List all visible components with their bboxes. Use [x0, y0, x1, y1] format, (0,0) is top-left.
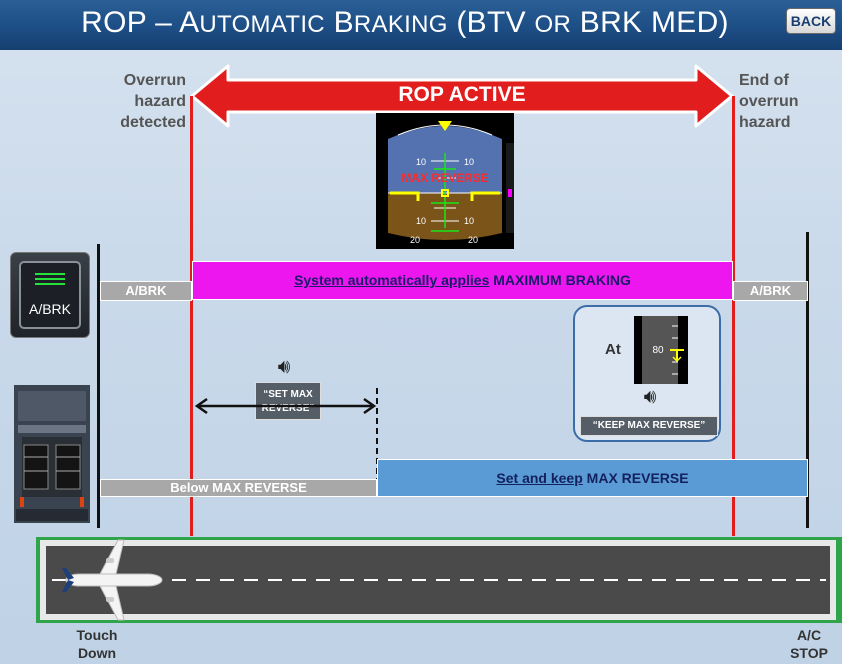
keep-max-reverse-callout: “KEEP MAX REVERSE” [580, 416, 718, 436]
abrk-bar-right: A/BRK [733, 281, 808, 301]
page-title: ROP – AUTOMATIC BRAKING (BTV OR BRK MED) [81, 6, 729, 39]
pfd-pitch-mark: 20 [468, 235, 478, 245]
end-of-hazard-line [732, 96, 735, 536]
airplane-icon [62, 539, 163, 621]
speed-tape: 80 [634, 316, 688, 384]
rop-active-label: ROP ACTIVE [398, 83, 526, 106]
touch-down-label: Touch Down [76, 627, 118, 661]
pfd-pitch-mark: 10 [416, 157, 426, 167]
abrk-panel-label: A/BRK [28, 301, 71, 317]
abrk-panel: A/BRK [10, 252, 90, 338]
abrk-pushbutton: A/BRK [19, 261, 81, 329]
pfd-pitch-mark: 10 [416, 216, 426, 226]
touchdown-line [97, 244, 100, 528]
pfd-display: 10 10 10 10 20 20 MAX REVERSE [376, 113, 514, 249]
max-reverse-line [376, 388, 378, 494]
runway-centerline [52, 579, 826, 581]
end-of-overrun-hazard-label: End of overrun hazard [739, 72, 799, 131]
set-and-keep-max-reverse-bar: Set and keep MAX REVERSE [377, 459, 808, 497]
overrun-hazard-line [190, 96, 193, 536]
header-bar [0, 0, 842, 50]
pfd-pitch-mark: 10 [464, 216, 474, 226]
maximum-braking-bar: System automatically applies MAXIMUM BRA… [192, 261, 733, 300]
below-max-reverse-bar: Below MAX REVERSE [100, 479, 377, 497]
back-button[interactable]: BACK [786, 8, 836, 34]
set-max-reverse-callout: “SET MAX REVERSE” [255, 382, 321, 420]
speaker-icon: 🔊︎ [277, 356, 291, 378]
pfd-pitch-mark: 20 [410, 235, 420, 245]
set-max-reverse-span-double-arrow-icon [194, 397, 377, 415]
pfd-max-reverse-message: MAX REVERSE [401, 171, 488, 185]
abrk-bar-left: A/BRK [100, 281, 192, 301]
pfd-pitch-mark: 10 [464, 157, 474, 167]
ac-stop-label: A/C STOP [790, 627, 828, 661]
speed-value: 80 [652, 345, 664, 356]
thrust-levers-image [14, 385, 90, 523]
overrun-hazard-detected-label: Overrun hazard detected [120, 72, 186, 131]
ac-stop-line [806, 232, 809, 528]
speaker-icon: 🔊︎ [643, 386, 657, 408]
at-label: At [605, 341, 621, 358]
